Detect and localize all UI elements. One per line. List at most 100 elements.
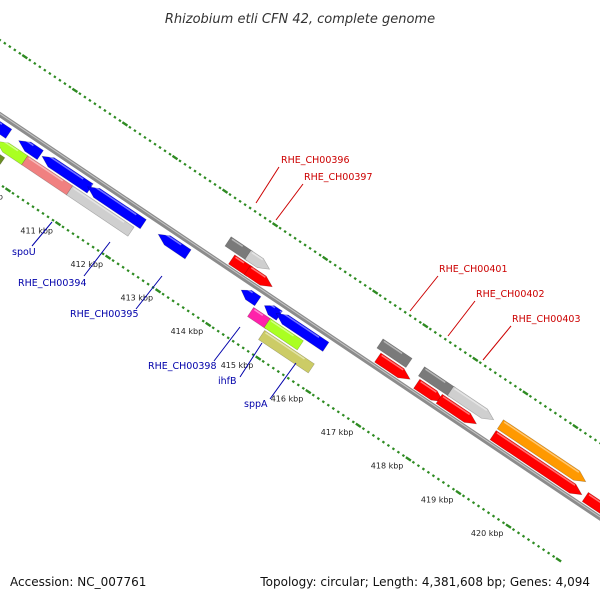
inner-tick-track [1, 184, 562, 563]
minor-tick [203, 176, 207, 180]
minor-tick [68, 85, 72, 89]
scale-label: 413 kbp [120, 294, 153, 303]
backbone-highlight [0, 113, 600, 518]
major-tick [422, 323, 429, 329]
leader-rhe-ch00402 [447, 300, 476, 337]
minor-tick [243, 203, 247, 207]
minor-tick [261, 359, 265, 364]
minor-tick [501, 521, 506, 525]
minor-tick [401, 453, 405, 458]
minor-tick [218, 186, 222, 190]
gene-rhe-ch00402[interactable] [417, 366, 456, 397]
gene-sppa-green[interactable] [263, 318, 304, 351]
minor-tick [333, 263, 337, 267]
minor-tick [153, 142, 157, 146]
gene-rhe-ch00397[interactable] [244, 249, 271, 270]
minor-tick [368, 287, 372, 291]
gene-rhe-ch00395[interactable] [66, 185, 135, 237]
minor-tick [253, 209, 257, 213]
gene-red-3[interactable] [374, 352, 411, 380]
major-tick [205, 321, 212, 328]
minor-tick [41, 211, 45, 216]
gene-magenta[interactable] [247, 306, 273, 330]
major-tick [572, 423, 579, 430]
minor-tick [116, 262, 120, 266]
minor-tick [411, 460, 416, 464]
major-tick [472, 356, 479, 362]
gene-blue-6-highlight [279, 310, 320, 339]
gene-rhe-ch00398[interactable] [240, 289, 262, 307]
minor-tick [308, 246, 312, 250]
scale-label: 414 kbp [171, 327, 204, 336]
minor-tick [71, 232, 75, 236]
minor-tick [428, 327, 432, 331]
minor-tick [81, 238, 85, 242]
scale-label: 420 kbp [471, 529, 504, 538]
minor-tick [38, 65, 42, 69]
minor-tick [536, 544, 541, 548]
major-tick [505, 523, 512, 529]
gene-rhe-ch00403[interactable] [447, 385, 495, 421]
gene-red-7[interactable] [581, 491, 600, 530]
minor-tick [543, 404, 548, 409]
major-tick [355, 422, 362, 428]
gene-blue-1[interactable] [0, 114, 13, 139]
gene-label-sppa[interactable]: sppA [244, 399, 268, 410]
gene-label-rhe-ch00403[interactable]: RHE_CH00403 [512, 314, 581, 325]
genome-backbone [0, 111, 600, 521]
gene-red-5[interactable] [435, 393, 478, 425]
forward-genes [224, 236, 600, 530]
gene-blue-6[interactable] [275, 313, 330, 352]
gene-blue-4[interactable] [87, 186, 147, 230]
minor-tick [303, 243, 307, 247]
minor-tick [563, 418, 567, 422]
gene-red-4[interactable] [413, 378, 444, 402]
scale-label: 418 kbp [371, 462, 404, 471]
gene-red-5-highlight [442, 395, 471, 416]
gene-blue-5[interactable] [157, 233, 192, 260]
minor-tick [458, 347, 462, 351]
minor-tick [108, 112, 112, 116]
minor-tick [481, 507, 486, 511]
minor-tick [58, 78, 62, 82]
minor-tick [446, 484, 451, 488]
leader-rhe-ch00403 [482, 325, 512, 361]
gene-label-rhe-ch00396[interactable]: RHE_CH00396 [281, 155, 350, 166]
gene-rhe-ch00398-highlight [244, 287, 254, 294]
gene-orange[interactable] [496, 419, 587, 483]
minor-tick [126, 269, 130, 273]
minor-tick [8, 44, 12, 49]
scale-label: 417 kbp [321, 428, 354, 437]
leader-rhe-ch00395 [135, 275, 163, 310]
gene-olive[interactable] [0, 148, 6, 165]
minor-tick [18, 51, 22, 55]
gene-red-6[interactable] [489, 430, 583, 496]
minor-tick [553, 411, 558, 415]
gene-rhe-ch00401[interactable] [376, 338, 413, 368]
minor-tick [21, 198, 25, 202]
gene-label-rhe-ch00397[interactable]: RHE_CH00397 [304, 172, 373, 183]
minor-tick [278, 226, 282, 230]
minor-tick [301, 386, 305, 390]
gene-label-rhe-ch00395[interactable]: RHE_CH00395 [70, 309, 139, 320]
gene-label-rhe-ch00398[interactable]: RHE_CH00398 [148, 361, 217, 372]
major-tick [405, 456, 412, 462]
minor-tick [198, 172, 202, 177]
minor-tick [121, 265, 125, 269]
gene-label-ihfb[interactable]: ihfB [218, 376, 237, 387]
gene-magenta-highlight [253, 309, 264, 317]
gene-label-rhe-ch00394[interactable]: RHE_CH00394 [18, 278, 87, 289]
gene-label-rhe-ch00402[interactable]: RHE_CH00402 [476, 289, 545, 300]
minor-tick [246, 349, 250, 353]
gene-blue-2[interactable] [18, 140, 44, 161]
minor-tick [388, 300, 392, 304]
minor-tick [336, 410, 340, 414]
gene-red-2[interactable] [243, 265, 273, 288]
gene-label-rhe-ch00401[interactable]: RHE_CH00401 [439, 264, 508, 275]
gene-label-spou[interactable]: spoU [12, 247, 36, 258]
gene-sppa[interactable] [258, 329, 315, 374]
major-tick [271, 222, 279, 228]
major-tick [154, 288, 162, 294]
